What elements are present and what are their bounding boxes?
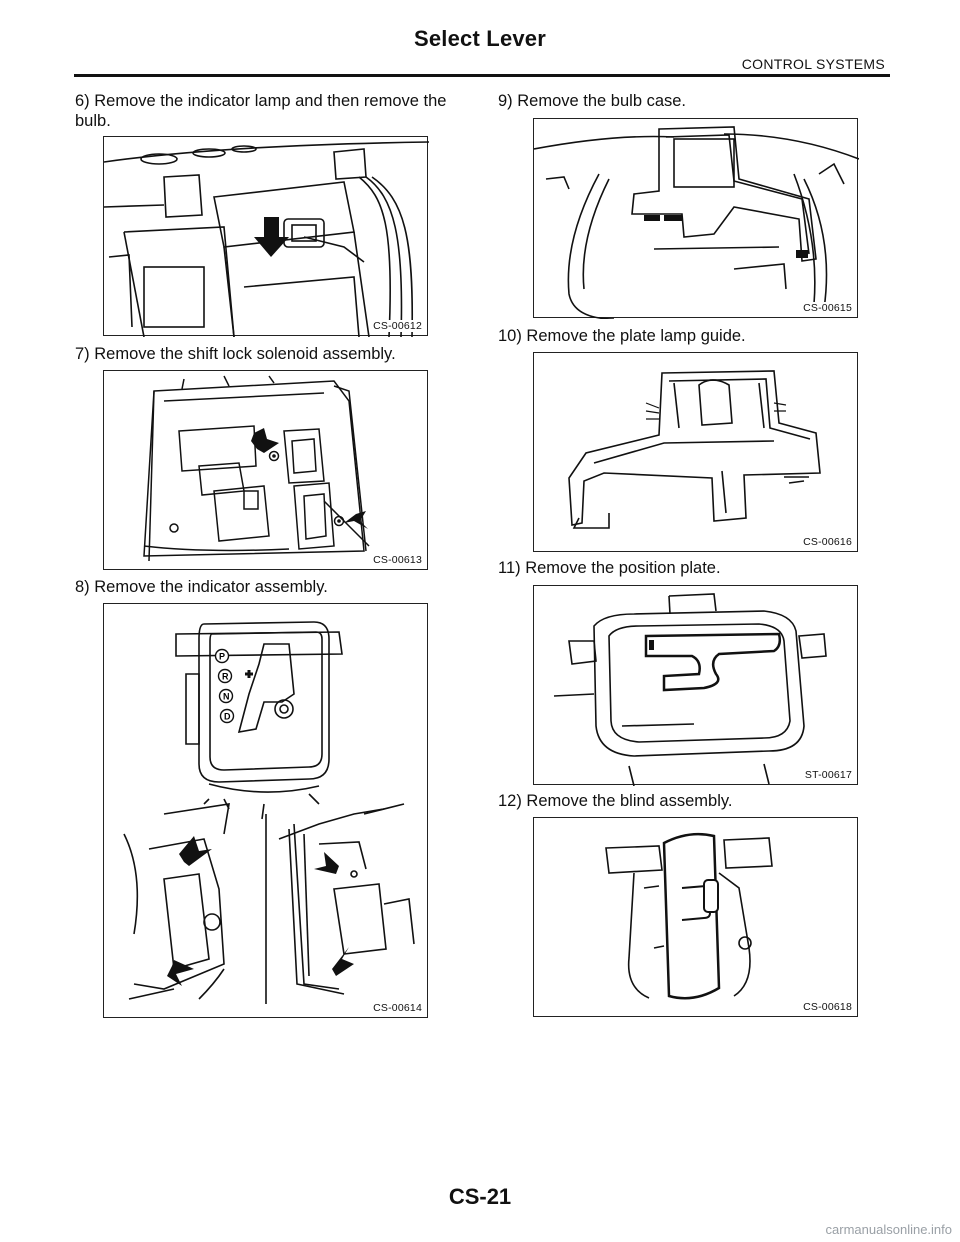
figure-plate-lamp-guide: CS-00616 [533, 352, 858, 552]
page-title: Select Lever [413, 26, 547, 51]
figure-blind-assembly: CS-00618 [533, 817, 858, 1017]
figure-code: CS-00614 [372, 1002, 423, 1014]
gear-position-indicator: P R N D [214, 648, 235, 724]
figure-indicator-lamp: CS-00612 [103, 136, 429, 337]
figure-indicator-assembly: P R N D CS-00614 [103, 603, 428, 1018]
gear-p: P [219, 652, 225, 662]
figure-code: CS-00616 [802, 536, 853, 548]
step-8-text: 8) Remove the indicator assembly. [75, 578, 328, 596]
step-12-text: 12) Remove the blind assembly. [498, 792, 733, 810]
indicator-assembly-illustration: P R N D [123, 621, 415, 1004]
figure-code: CS-00615 [802, 302, 853, 314]
blind-assembly-illustration [605, 832, 773, 1000]
page-number: CS-21 [448, 1184, 512, 1209]
gear-r: R [222, 672, 229, 682]
step-6-text: 6) Remove the indicator lamp and then re… [75, 92, 447, 130]
indicator-lamp-illustration [104, 141, 429, 337]
plate-lamp-guide-illustration [568, 370, 821, 529]
shift-lock-solenoid-illustration [143, 375, 370, 562]
step-7-text: 7) Remove the shift lock solenoid assemb… [75, 345, 396, 363]
watermark: carmanualsonline.info [825, 1222, 952, 1237]
step-11-text: 11) Remove the position plate. [498, 559, 721, 577]
figure-bulb-case: CS-00615 [533, 118, 859, 319]
bulb-case-illustration [534, 126, 859, 319]
gear-n: N [223, 692, 230, 702]
gear-d: D [224, 712, 231, 722]
position-plate-illustration [553, 593, 827, 786]
figure-shift-lock-solenoid: CS-00613 [103, 370, 428, 570]
figure-code: CS-00613 [372, 554, 423, 566]
figure-position-plate: ST-00617 [533, 585, 858, 786]
step-9-text: 9) Remove the bulb case. [498, 92, 687, 110]
header-rule [74, 74, 890, 77]
figure-code: CS-00618 [802, 1001, 853, 1013]
figure-code: ST-00617 [803, 769, 853, 781]
step-10-text: 10) Remove the plate lamp guide. [498, 327, 746, 345]
figure-code: CS-00612 [372, 320, 423, 332]
section-name: CONTROL SYSTEMS [741, 56, 885, 72]
